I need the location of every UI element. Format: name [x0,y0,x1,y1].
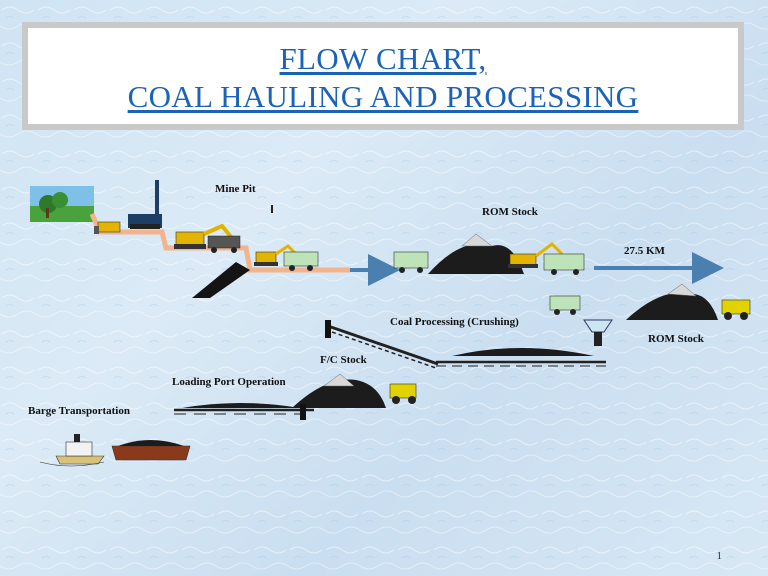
crusher-hopper-icon [583,319,613,346]
excavator-icon [508,242,564,268]
title-box: FLOW CHART, COAL HAULING AND PROCESSING [22,22,744,130]
wheel-loader-icon [389,383,417,404]
title-line-1: FLOW CHART, [279,41,487,76]
label-rom-stock-bottom: ROM Stock [648,333,704,345]
page-number: 1 [716,550,723,562]
label-distance: 27.5 KM [624,245,665,257]
dump-truck-icon [549,295,581,315]
tug-boat-icon [39,434,105,467]
excavator-icon [254,244,298,266]
dump-truck-icon [393,251,429,273]
loading-port-conveyor [174,403,314,420]
label-fc-stock: F/C Stock [320,354,367,366]
drill-rig-icon [128,180,162,229]
label-coal-processing: Coal Processing (Crushing) [390,316,519,328]
rom-stockpile [626,292,718,320]
landscape-picture [30,186,94,222]
dump-truck-icon [283,251,319,271]
label-mine-pit: Mine Pit [215,183,256,195]
barge-icon [111,440,191,461]
label-loading-port: Loading Port Operation [172,376,286,388]
fc-stockpile [292,379,386,408]
dump-truck-icon [543,253,585,275]
bulldozer-icon [94,221,121,234]
wheel-loader-icon [721,299,751,320]
title-line-2: COAL HAULING AND PROCESSING [127,79,639,114]
excavator-icon [174,223,234,249]
pit-wall [192,262,250,298]
label-barge-transportation: Barge Transportation [28,405,130,417]
mine-pit-marker [271,205,273,213]
rom-stockpile [428,243,524,274]
label-rom-stock-top: ROM Stock [482,206,538,218]
dump-truck-icon [207,235,241,253]
crushing-conveyor [325,320,606,369]
